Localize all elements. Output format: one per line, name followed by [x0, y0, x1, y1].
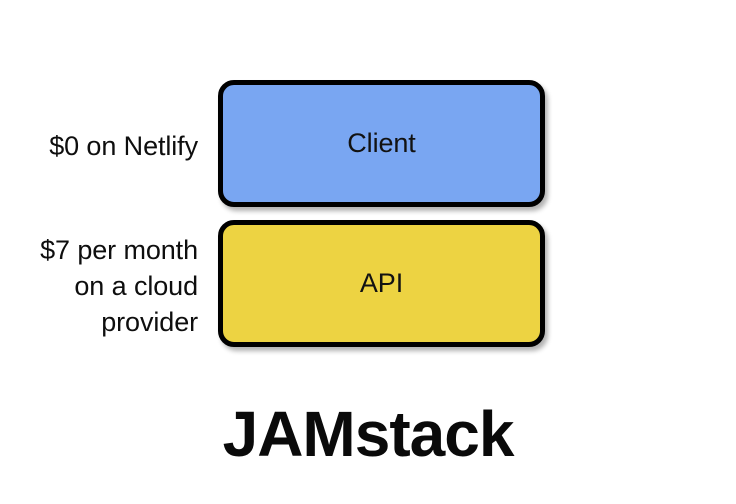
layer-box-api[interactable]: API	[218, 220, 545, 347]
layer-box-client[interactable]: Client	[218, 80, 545, 207]
layer-box-client-label: Client	[347, 128, 416, 158]
cost-label-api: $7 per month on a cloud provider	[40, 235, 198, 337]
cost-label-client: $0 on Netlify	[49, 131, 198, 161]
layer-box-api-label: API	[359, 268, 404, 298]
diagram-title: JAMstack	[222, 398, 515, 470]
